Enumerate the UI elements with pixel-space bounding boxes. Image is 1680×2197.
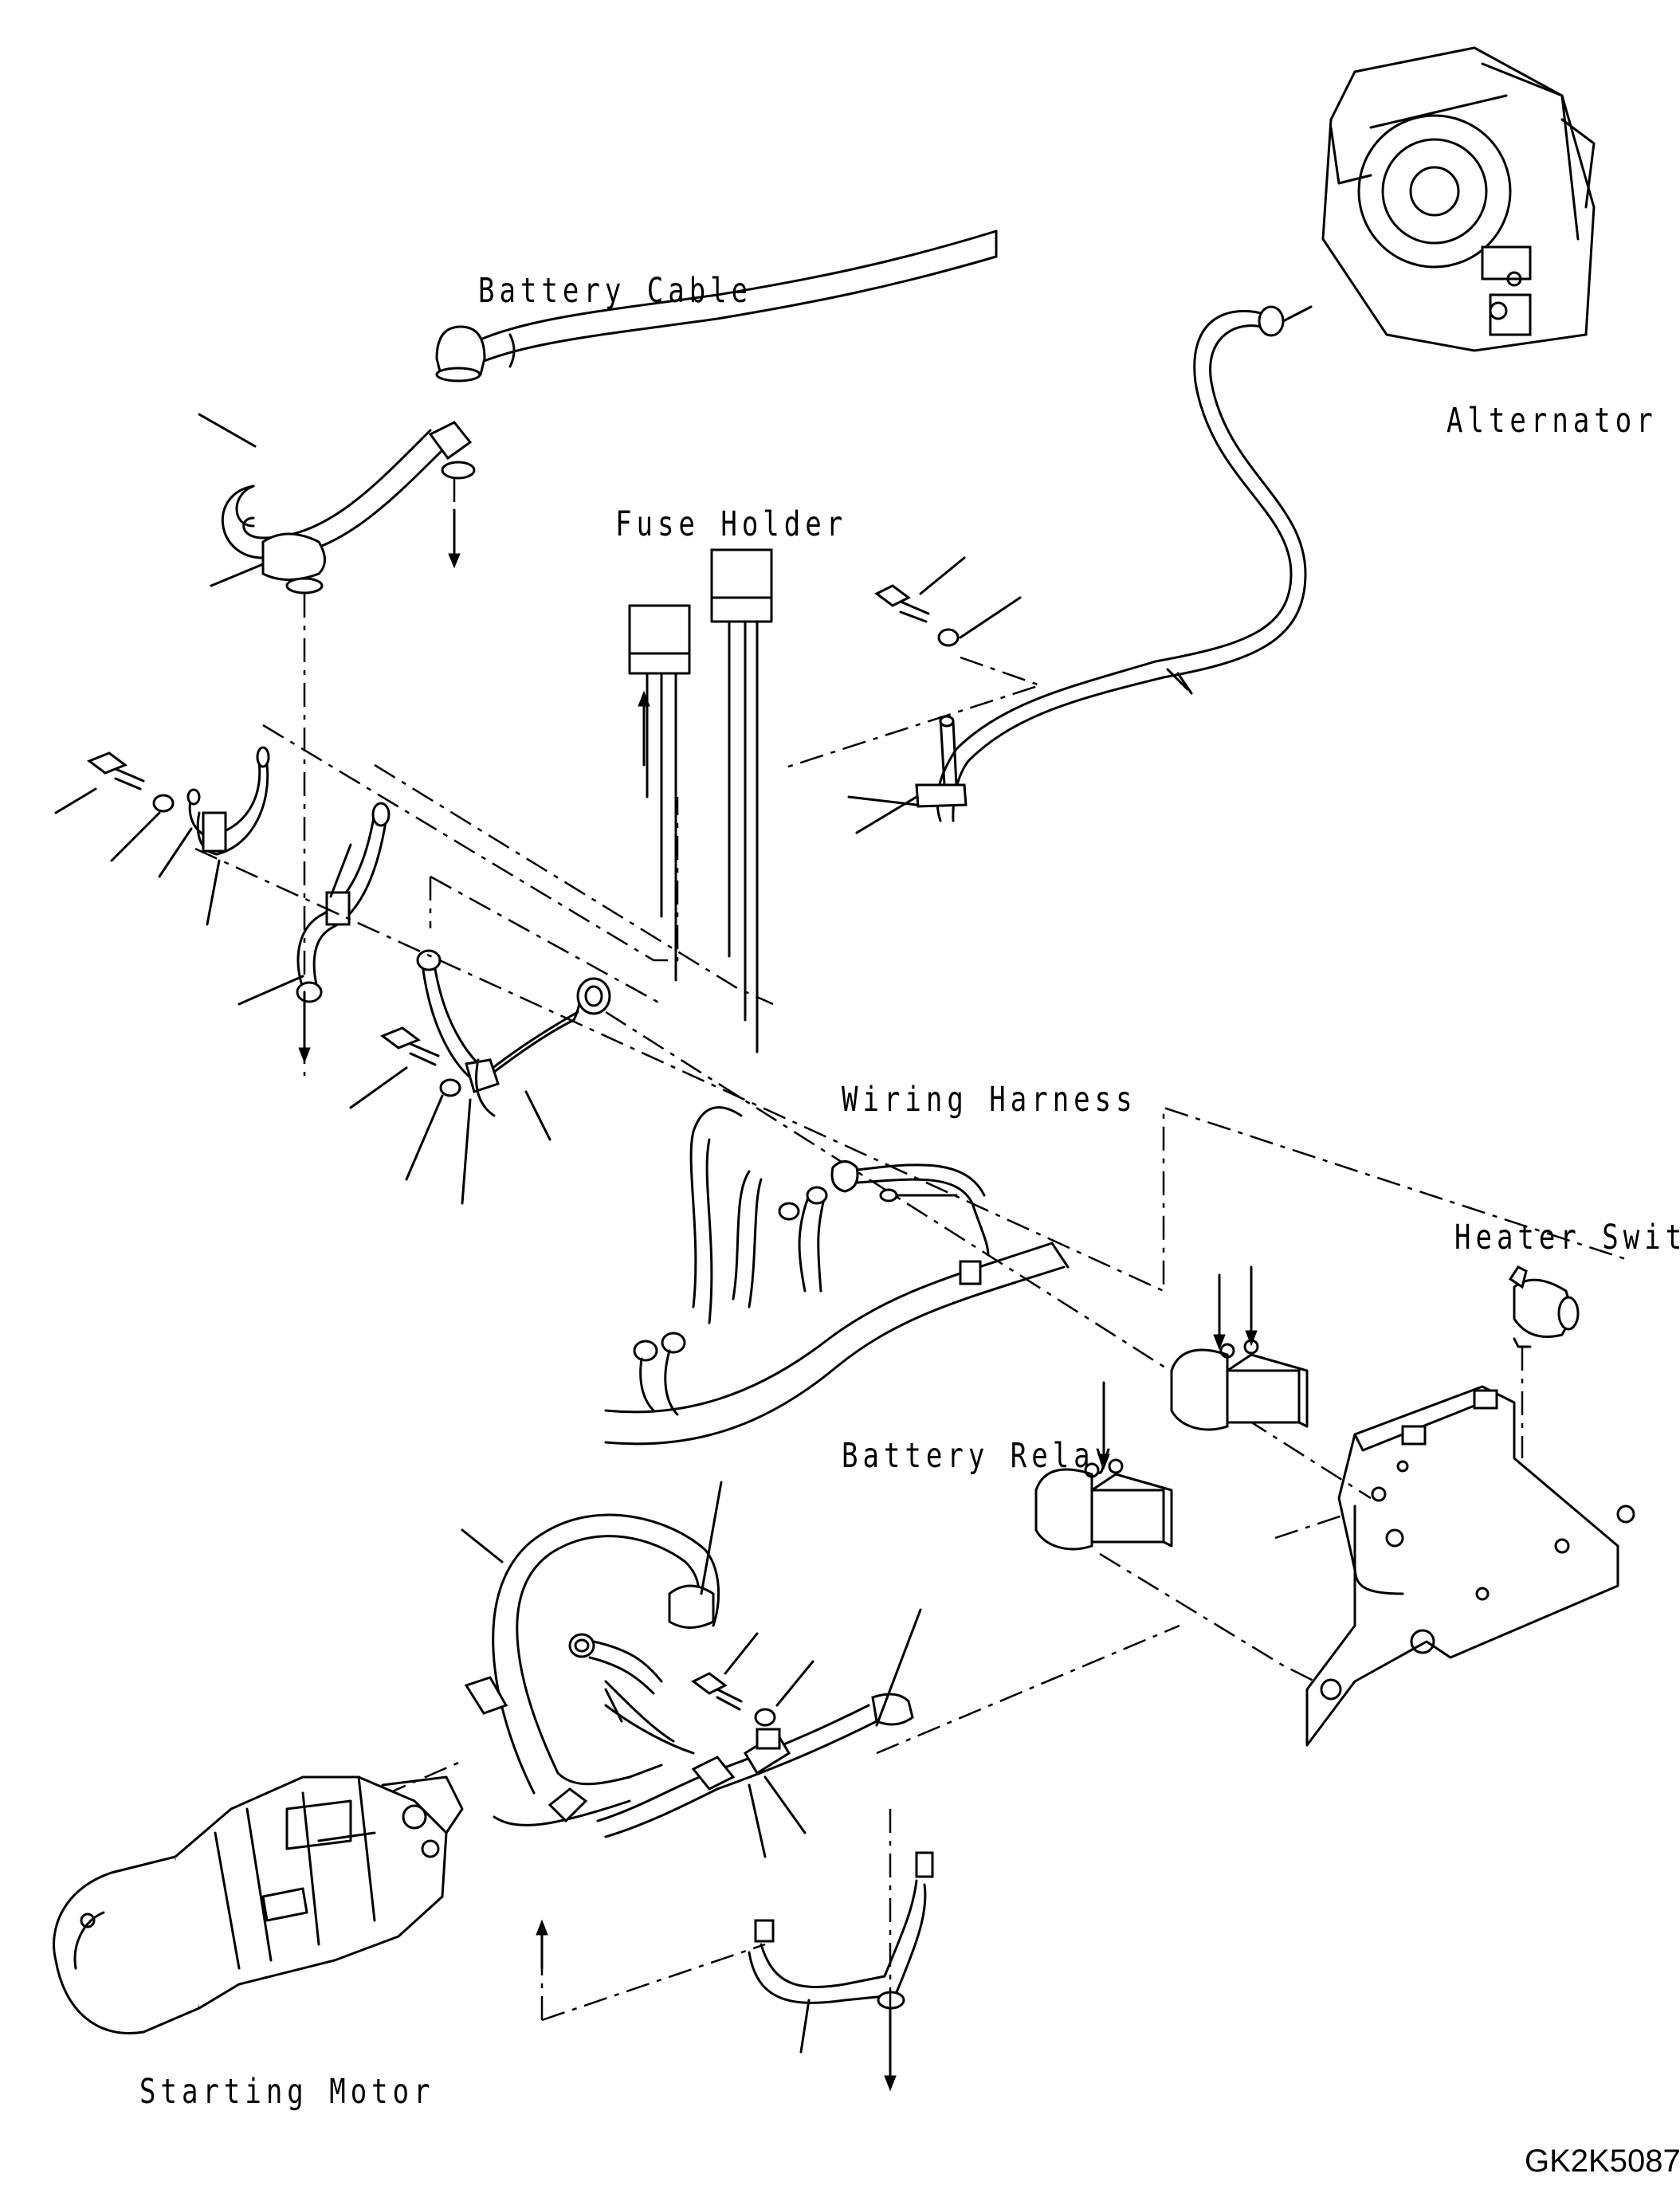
left-bolt-washer xyxy=(54,751,175,862)
ground-cable xyxy=(748,1851,934,2054)
arrowhead-icon xyxy=(536,1919,548,1936)
battery-cable-terminal-loop xyxy=(198,413,476,594)
label-battery-cable: Battery Cable xyxy=(478,271,753,311)
battery-relay-cable xyxy=(461,1481,723,1826)
wiring-harness xyxy=(604,1106,1070,1446)
heater-switch xyxy=(1508,1265,1580,1458)
arrowhead-icon xyxy=(298,1047,311,1064)
battery-cable xyxy=(435,230,998,383)
bolt-washer-top xyxy=(874,556,1022,647)
label-alternator: Alternator xyxy=(1446,401,1658,441)
dash-route-7 xyxy=(1274,1512,1348,1540)
left-cable-2 xyxy=(237,802,391,1006)
dash-route-11 xyxy=(541,1943,766,2022)
battery-relay-lower xyxy=(1034,1381,1173,1551)
arrowhead-icon xyxy=(448,553,461,569)
arrowhead-icon xyxy=(884,2075,897,2092)
label-starting-motor: Starting Motor xyxy=(139,2072,435,2112)
dash-route-1 xyxy=(262,724,679,962)
bolt-washer-low xyxy=(691,1632,814,1727)
y-cable xyxy=(416,949,611,1141)
alternator-cable xyxy=(847,305,1313,834)
alternator xyxy=(1321,46,1596,352)
dash-route-2 xyxy=(194,847,1627,1293)
alternator-dash xyxy=(780,656,1043,771)
starting-motor xyxy=(53,1775,464,2034)
mounting-bracket xyxy=(1305,1385,1635,1747)
label-fuse-holder: Fuse Holder xyxy=(615,504,848,544)
bolt-washer-mid xyxy=(349,1026,472,1205)
label-wiring-harness: Wiring Harness xyxy=(842,1080,1137,1120)
left-cable-1 xyxy=(158,746,270,926)
fuse-holder xyxy=(628,548,773,1053)
label-heater-switch: Heater Switch xyxy=(1454,1218,1680,1257)
dash-route-8 xyxy=(1099,1552,1316,1683)
starter-cable xyxy=(596,1608,922,1858)
dash-route-9 xyxy=(876,1624,1180,1755)
battery-relay-upper xyxy=(1170,1265,1309,1431)
label-battery-relay: Battery Relay xyxy=(842,1436,1117,1476)
figure-code: GK2K5087 xyxy=(1525,2144,1680,2179)
dash-route-3 xyxy=(374,763,774,1006)
